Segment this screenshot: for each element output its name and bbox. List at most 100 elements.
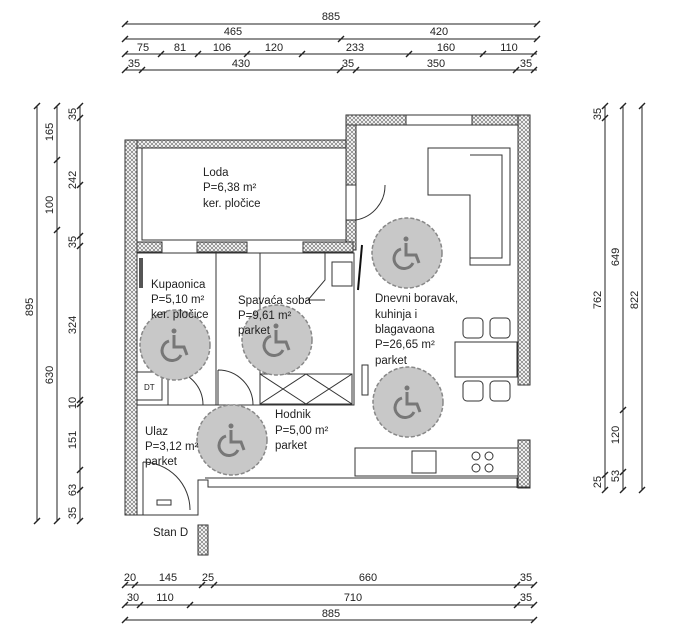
- svg-text:Ulaz: Ulaz: [145, 426, 168, 438]
- svg-text:kuhinja i: kuhinja i: [375, 309, 417, 321]
- wheelchair-icon: [370, 216, 444, 290]
- dim-label: 324: [67, 316, 79, 334]
- dimension-tick: [53, 226, 61, 234]
- dim-label: 20: [124, 572, 136, 584]
- dimension-tick: [533, 20, 541, 28]
- dim-label: 35: [67, 108, 79, 120]
- dim-label: 710: [344, 592, 362, 604]
- dim-label: 35: [520, 592, 532, 604]
- dimension-tick: [198, 581, 206, 589]
- dimension-tick: [186, 601, 194, 609]
- dim-label: 35: [520, 58, 532, 70]
- svg-text:blagavaona: blagavaona: [375, 324, 435, 336]
- dimension-tick: [337, 35, 345, 43]
- svg-text:P=3,12 m²: P=3,12 m²: [145, 441, 199, 453]
- dim-label: 10: [67, 397, 79, 409]
- dimension-tick: [76, 396, 84, 404]
- dim-label: 35: [520, 572, 532, 584]
- svg-text:Loda: Loda: [203, 167, 229, 179]
- dim-label: 120: [610, 426, 622, 444]
- dimension-tick: [619, 102, 627, 110]
- dim-label: 110: [500, 42, 518, 54]
- dim-label: 100: [44, 196, 56, 214]
- dimension-tick: [53, 102, 61, 110]
- dim-label: 63: [67, 484, 79, 496]
- apartment-label: Stan D: [153, 527, 188, 539]
- dim-label: 160: [437, 42, 455, 54]
- dt-label: DT: [144, 383, 155, 392]
- dimension-tick: [121, 616, 129, 624]
- dimension-tick: [53, 156, 61, 164]
- dimension-tick: [138, 66, 146, 74]
- dimension-tick: [121, 581, 129, 589]
- dim-label: 53: [610, 470, 622, 482]
- dim-label: 165: [44, 123, 56, 141]
- dimension-tick: [33, 517, 41, 525]
- dim-bottom-total: 885: [322, 608, 340, 620]
- dim-label: 762: [592, 291, 604, 309]
- svg-text:Spavaća soba: Spavaća soba: [238, 295, 311, 307]
- dimension-tick: [76, 242, 84, 250]
- dimension-tick: [76, 232, 84, 240]
- dimension-tick: [76, 181, 84, 189]
- dimension-tick: [33, 102, 41, 110]
- dimension-tick: [298, 50, 306, 58]
- room-label-dnevni-boravak: Dnevni boravak, kuhinja i blagavaona P=2…: [375, 293, 458, 367]
- svg-text:parket: parket: [375, 355, 408, 367]
- dimension-tick: [243, 50, 251, 58]
- dimension-tick: [601, 114, 609, 122]
- dimension-tick: [76, 102, 84, 110]
- dim-label: 822: [629, 291, 641, 309]
- svg-text:P=9,61 m²: P=9,61 m²: [238, 310, 292, 322]
- dimension-tick: [530, 616, 538, 624]
- dimension-tick: [533, 35, 541, 43]
- dim-label: 420: [430, 26, 448, 38]
- dim-label: 350: [427, 58, 445, 70]
- dimension-tick: [530, 50, 538, 58]
- left-dimensions: 895 165 100 630 35 242 35 324 10 151 63 …: [24, 102, 84, 525]
- dimension-tick: [76, 466, 84, 474]
- dim-top-total: 885: [322, 11, 340, 23]
- dimension-tick: [121, 601, 129, 609]
- walls: [124, 114, 531, 556]
- dim-label: 233: [346, 42, 364, 54]
- dim-label: 106: [213, 42, 231, 54]
- dimension-tick: [513, 601, 521, 609]
- dimension-tick: [352, 66, 360, 74]
- dimension-tick: [530, 601, 538, 609]
- svg-text:Kupaonica: Kupaonica: [151, 279, 206, 291]
- room-label-kupaonica: Kupaonica P=5,10 m² ker. pločice: [151, 279, 209, 321]
- dim-label: 35: [67, 507, 79, 519]
- dimension-tick: [638, 102, 646, 110]
- svg-text:parket: parket: [275, 440, 308, 452]
- dim-label: 35: [592, 108, 604, 120]
- dim-label: 649: [610, 248, 622, 266]
- dim-label: 30: [127, 592, 139, 604]
- dim-label: 25: [592, 476, 604, 488]
- svg-text:ker. pločice: ker. pločice: [203, 198, 261, 210]
- svg-text:P=5,00 m²: P=5,00 m²: [275, 425, 329, 437]
- dim-label: 630: [44, 366, 56, 384]
- room-label-hodnik: Hodnik P=5,00 m² parket: [275, 409, 329, 452]
- room-label-ulaz: Ulaz P=3,12 m² parket: [145, 426, 199, 468]
- dimension-tick: [76, 114, 84, 122]
- dim-label: 81: [174, 42, 186, 54]
- dim-label: 430: [232, 58, 250, 70]
- dim-label: 35: [67, 236, 79, 248]
- dim-label: 660: [359, 572, 377, 584]
- dimension-tick: [530, 66, 538, 74]
- dimension-tick: [530, 581, 538, 589]
- dimension-tick: [513, 581, 521, 589]
- dimension-tick: [121, 35, 129, 43]
- svg-text:P=26,65 m²: P=26,65 m²: [375, 339, 435, 351]
- room-label-spavaca-soba: Spavaća soba P=9,61 m² parket: [238, 295, 311, 337]
- dim-label: 75: [137, 42, 149, 54]
- svg-text:P=5,10 m²: P=5,10 m²: [151, 294, 205, 306]
- svg-text:P=6,38 m²: P=6,38 m²: [203, 182, 257, 194]
- right-dimensions: 35 762 25 649 120 53 822: [592, 102, 646, 494]
- wheelchair-icon: [371, 365, 445, 439]
- dimension-tick: [136, 601, 144, 609]
- dimension-tick: [194, 50, 202, 58]
- dimension-tick: [405, 50, 413, 58]
